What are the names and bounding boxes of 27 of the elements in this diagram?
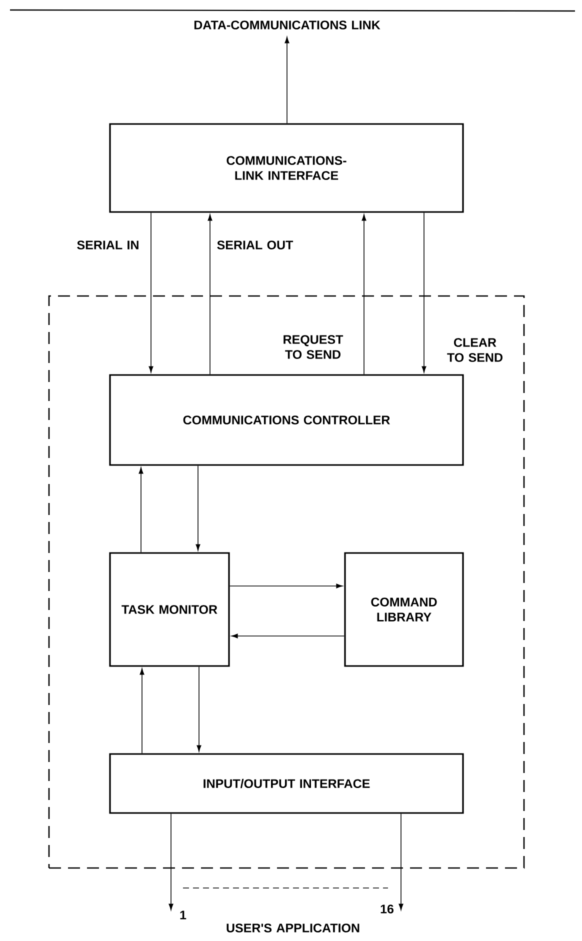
arrow xyxy=(148,212,154,373)
arrow xyxy=(229,584,343,588)
interface-box: COMMUNICATIONS- LINK INTERFACE xyxy=(109,123,464,213)
arrow xyxy=(208,214,212,375)
arrow xyxy=(284,36,290,124)
signal-label: CLEAR TO SEND xyxy=(447,338,502,362)
controller-box: COMMUNICATIONS CONTROLLER xyxy=(109,374,464,466)
arrow xyxy=(168,813,174,910)
library-box: COMMAND LIBRARY xyxy=(344,552,464,667)
signal-label: 1 xyxy=(180,910,186,920)
arrow xyxy=(398,813,404,910)
arrow xyxy=(138,467,144,553)
arrow xyxy=(231,634,345,638)
signal-label: SERIAL IN xyxy=(77,240,138,250)
signal-label: REQUEST TO SEND xyxy=(284,335,344,359)
arrow xyxy=(422,212,426,373)
boundary-box xyxy=(48,295,525,869)
signal-label: 16 xyxy=(380,904,394,914)
arrow xyxy=(196,666,202,752)
monitor-box: TASK MONITOR xyxy=(109,552,230,667)
application-label: USER'S APPLICATION xyxy=(226,924,360,932)
link-label: DATA-COMMUNICATIONS LINK xyxy=(194,20,380,30)
interface-box: INPUT/OUTPUT INTERFACE xyxy=(109,753,464,814)
arrow xyxy=(196,465,200,551)
arrow xyxy=(362,214,366,375)
signal-label: SERIAL OUT xyxy=(217,240,294,250)
arrow xyxy=(140,668,144,754)
